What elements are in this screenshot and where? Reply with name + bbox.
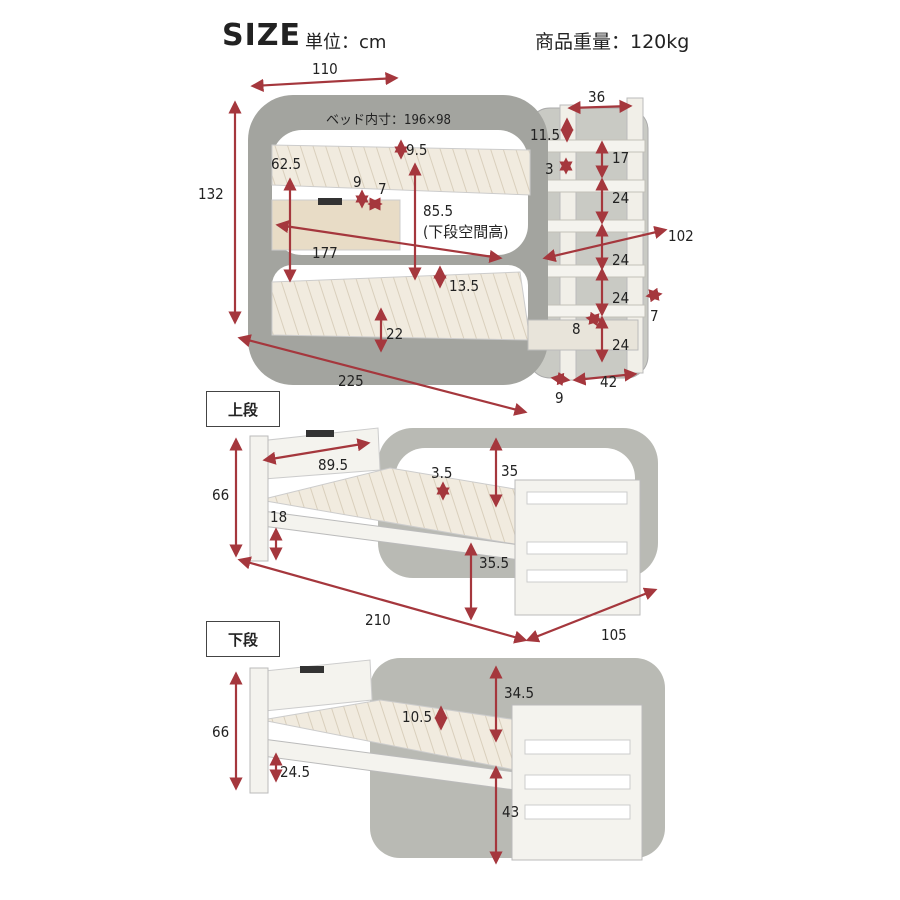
bunk-bed-full <box>228 72 668 416</box>
lower-dim-43: 43 <box>502 803 520 821</box>
dim-225: 225 <box>338 372 364 390</box>
lower-dim-24-5: 24.5 <box>280 763 311 781</box>
dim-132: 132 <box>198 185 224 203</box>
upper-dim-35: 35 <box>501 462 519 480</box>
dim-13-5: 13.5 <box>449 277 480 295</box>
dim-8: 8 <box>572 320 581 338</box>
page-title: SIZE <box>222 18 302 53</box>
dim-clearance: 85.5 <box>423 202 454 220</box>
upper-bed <box>229 427 658 644</box>
lower-section-label: 下段 <box>206 621 280 657</box>
upper-dim-210: 210 <box>365 611 391 629</box>
upper-dim-89-5: 89.5 <box>318 456 349 474</box>
dim-step-3: 24 <box>612 289 630 307</box>
lower-dim-66: 66 <box>212 723 230 741</box>
upper-dim-66: 66 <box>212 486 230 504</box>
dim-9: 9 <box>353 173 362 191</box>
dim-clearance-sub: (下段空間高) <box>423 223 509 241</box>
dim-17: 17 <box>612 149 630 167</box>
dim-9b: 9 <box>555 389 564 407</box>
dim-177: 177 <box>312 244 338 262</box>
lower-dim-34-5: 34.5 <box>504 684 535 702</box>
lower-bed <box>229 658 665 865</box>
dim-36: 36 <box>588 88 606 106</box>
dim-7: 7 <box>378 180 387 198</box>
upper-dim-18: 18 <box>270 508 288 526</box>
dim-22: 22 <box>386 325 404 343</box>
dim-11-5: 11.5 <box>530 126 561 144</box>
upper-dim-105: 105 <box>601 626 627 644</box>
dim-42: 42 <box>600 373 618 391</box>
dim-width-110: 110 <box>312 60 338 78</box>
dim-step-2: 24 <box>612 251 630 269</box>
dim-7b: 7 <box>650 307 659 325</box>
upper-dim-35-5: 35.5 <box>479 554 510 572</box>
dim-102: 102 <box>668 227 694 245</box>
dim-step-1: 24 <box>612 189 630 207</box>
dim-62-5: 62.5 <box>271 155 302 173</box>
weight-label: 商品重量：120kg <box>535 31 690 53</box>
upper-section-label: 上段 <box>206 391 280 427</box>
dim-3: 3 <box>545 160 554 178</box>
upper-dim-3-5: 3.5 <box>431 464 453 482</box>
unit-label: 単位：cm <box>305 32 387 53</box>
lower-dim-10-5: 10.5 <box>402 708 433 726</box>
dim-step-4: 24 <box>612 336 630 354</box>
dim-9-5: 9.5 <box>406 141 428 159</box>
dim-inner-size: ベッド内寸：196×98 <box>326 113 451 128</box>
